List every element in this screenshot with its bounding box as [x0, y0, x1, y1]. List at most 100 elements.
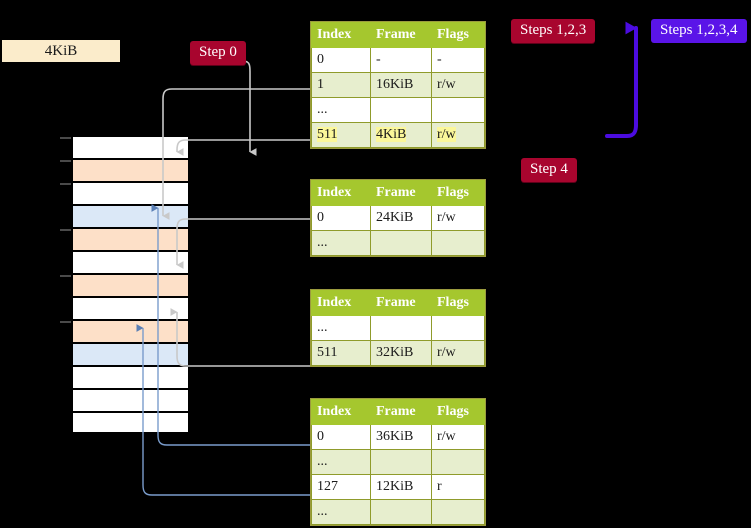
memory-frame-row	[71, 296, 190, 319]
memory-row-tick	[60, 137, 71, 139]
physical-memory-column	[60, 135, 190, 434]
cell-flags: r/w	[431, 205, 485, 231]
memory-frame-row	[60, 181, 190, 204]
cell-index: 0	[311, 424, 371, 450]
memory-frame-row	[60, 158, 190, 181]
column-header-flags: Flags	[431, 399, 485, 425]
cell-flags: r/w	[431, 72, 485, 98]
memory-frame-row	[71, 342, 190, 365]
cell-frame	[370, 449, 432, 475]
column-header-flags: Flags	[431, 290, 485, 316]
cell-index: 511	[311, 340, 371, 366]
cell-index: 0	[311, 47, 371, 73]
memory-frame-row	[60, 135, 190, 158]
cell-flags: r/w	[431, 340, 485, 366]
memory-row-tick	[60, 160, 71, 162]
table-row[interactable]: ...	[311, 230, 485, 256]
cell-frame	[370, 499, 432, 525]
cell-frame: 24KiB	[370, 205, 432, 231]
connector-t4row0-to-memory	[151, 204, 311, 446]
cell-index: ...	[311, 499, 371, 525]
connector-t1row511-to-memory	[176, 139, 311, 156]
step-0-label: Step 0	[190, 41, 246, 65]
memory-row-tick	[60, 275, 71, 277]
column-header-frame: Frame	[370, 22, 432, 48]
step-4-label: Step 4	[521, 158, 577, 182]
table-row[interactable]: ...	[311, 97, 485, 123]
column-header-index: Index	[311, 290, 371, 316]
connector-t4row127-to-memory	[136, 324, 311, 496]
memory-frame-row	[71, 388, 190, 411]
memory-frame-row	[60, 319, 190, 342]
cell-frame: 4KiB	[370, 122, 432, 148]
memory-frame-row	[71, 204, 190, 227]
column-header-index: Index	[311, 22, 371, 48]
cell-frame	[370, 315, 432, 341]
cell-index: 511	[311, 122, 371, 148]
cell-frame: 16KiB	[370, 72, 432, 98]
cell-index: ...	[311, 449, 371, 475]
cell-flags	[431, 315, 485, 341]
memory-frame-row	[60, 273, 190, 296]
highlighted-value: r/w	[437, 127, 456, 142]
cell-flags	[431, 499, 485, 525]
cell-flags: r	[431, 474, 485, 500]
column-header-frame: Frame	[370, 290, 432, 316]
cell-flags: r/w	[431, 424, 485, 450]
cell-index: ...	[311, 315, 371, 341]
table-row[interactable]: ...	[311, 499, 485, 525]
cell-frame: 32KiB	[370, 340, 432, 366]
connector-t1row1-to-memory	[162, 88, 311, 220]
memory-frame-row	[60, 227, 190, 250]
table-row[interactable]: ...	[311, 449, 485, 475]
cell-index: 1	[311, 72, 371, 98]
cell-index: 127	[311, 474, 371, 500]
column-header-frame: Frame	[370, 180, 432, 206]
cell-index: ...	[311, 97, 371, 123]
column-header-flags: Flags	[431, 180, 485, 206]
cell-index: 0	[311, 205, 371, 231]
table-row[interactable]: 0--	[311, 47, 485, 73]
connector-4kib-to-memory	[242, 60, 257, 156]
cell-frame: -	[370, 47, 432, 73]
memory-frame-row	[71, 250, 190, 273]
cell-index: ...	[311, 230, 371, 256]
memory-row-tick	[60, 183, 71, 185]
table-row[interactable]: ...	[311, 315, 485, 341]
cell-flags: r/w	[431, 122, 485, 148]
connector-t3row511-to-memory	[170, 308, 311, 367]
cell-frame	[370, 230, 432, 256]
cell-frame: 36KiB	[370, 424, 432, 450]
column-header-index: Index	[311, 180, 371, 206]
cell-flags	[431, 97, 485, 123]
memory-row-tick	[60, 321, 71, 323]
cell-flags: -	[431, 47, 485, 73]
cell-flags	[431, 449, 485, 475]
highlighted-value: 4KiB	[376, 127, 407, 142]
steps-1234-label: Steps 1,2,3,4	[651, 19, 747, 43]
cell-flags	[431, 230, 485, 256]
cell-frame	[370, 97, 432, 123]
column-header-flags: Flags	[431, 22, 485, 48]
connector-t2row0-to-memory	[176, 218, 311, 269]
memory-frame-row	[71, 411, 190, 434]
highlighted-value: 511	[317, 127, 338, 142]
size-label-4kib: 4KiB	[2, 40, 120, 62]
table-row[interactable]: 511 4KiB r/w	[311, 122, 485, 148]
steps-1234-bracket-arrow	[605, 21, 638, 138]
column-header-index: Index	[311, 399, 371, 425]
cell-frame: 12KiB	[370, 474, 432, 500]
memory-frame-row	[71, 365, 190, 388]
memory-row-tick	[60, 229, 71, 231]
steps-123-label: Steps 1,2,3	[511, 19, 596, 43]
